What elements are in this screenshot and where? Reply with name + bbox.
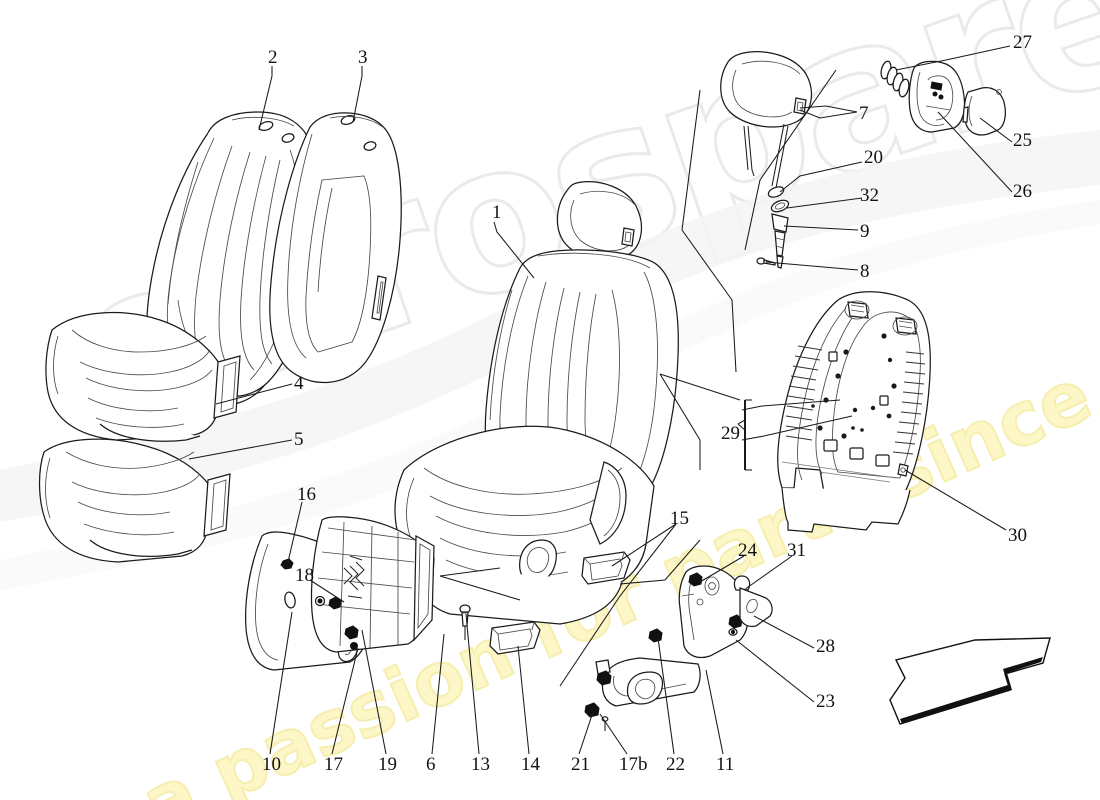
direction-arrow	[889, 637, 1051, 725]
callout-label-8: 8	[860, 261, 870, 282]
callout-label-7: 7	[859, 103, 869, 124]
callout-label-24: 24	[738, 540, 757, 561]
part-13-pin-fastener	[459, 604, 471, 640]
callout-label-9: 9	[860, 221, 870, 242]
callout-label-25: 25	[1013, 130, 1032, 151]
callout-label-3: 3	[358, 47, 368, 68]
callout-label-1: 1	[492, 202, 502, 223]
part-11-seat-rail-trim	[595, 657, 701, 707]
part-27-spring-coil	[880, 60, 910, 98]
callout-label-16: 16	[297, 484, 316, 505]
part-25-switch-cover-cap	[962, 86, 1006, 136]
callout-label-27: 27	[1013, 32, 1032, 53]
callout-label-31: 31	[787, 540, 806, 561]
callout-label-28: 28	[816, 636, 835, 657]
part-6-side-trim-inner-panel	[310, 516, 435, 653]
part-7-headrest	[720, 51, 813, 189]
callout-label-13: 13	[471, 754, 490, 775]
callout-label-19: 19	[378, 754, 397, 775]
callout-label-6: 6	[426, 754, 436, 775]
part-5-seat-cushion-cover-lower	[38, 438, 231, 563]
callout-label-5: 5	[294, 429, 304, 450]
callout-label-11: 11	[716, 754, 735, 775]
callout-label-18: 18	[295, 565, 314, 586]
callout-label-29: 29	[721, 423, 740, 444]
callout-label-14: 14	[521, 754, 540, 775]
callout-label-15: 15	[670, 508, 689, 529]
callout-label-22: 22	[666, 754, 685, 775]
callout-label-21: 21	[571, 754, 590, 775]
part-3-seat-back-cover-rear	[269, 112, 402, 384]
callout-label-2: 2	[268, 47, 278, 68]
callout-label-32: 32	[860, 185, 879, 206]
callout-label-10: 10	[262, 754, 281, 775]
callout-label-23: 23	[816, 691, 835, 712]
callout-label-20: 20	[864, 147, 883, 168]
callout-label-26: 26	[1013, 181, 1032, 202]
callout-label-17: 17	[324, 754, 343, 775]
callout-label-30: 30	[1008, 525, 1027, 546]
callout-label-4: 4	[294, 373, 304, 394]
part-31-bracket-arm	[733, 575, 773, 628]
part-29-seat-back-panel-assembly	[777, 291, 931, 533]
callout-label-17-second: 17b	[619, 754, 648, 775]
hardware-stack-20-32-9-8	[756, 186, 790, 269]
part-1-complete-front-seat	[394, 181, 679, 625]
part-14-trim-clip-bracket	[489, 621, 541, 655]
part-26-seat-adjustment-switch	[908, 60, 966, 133]
